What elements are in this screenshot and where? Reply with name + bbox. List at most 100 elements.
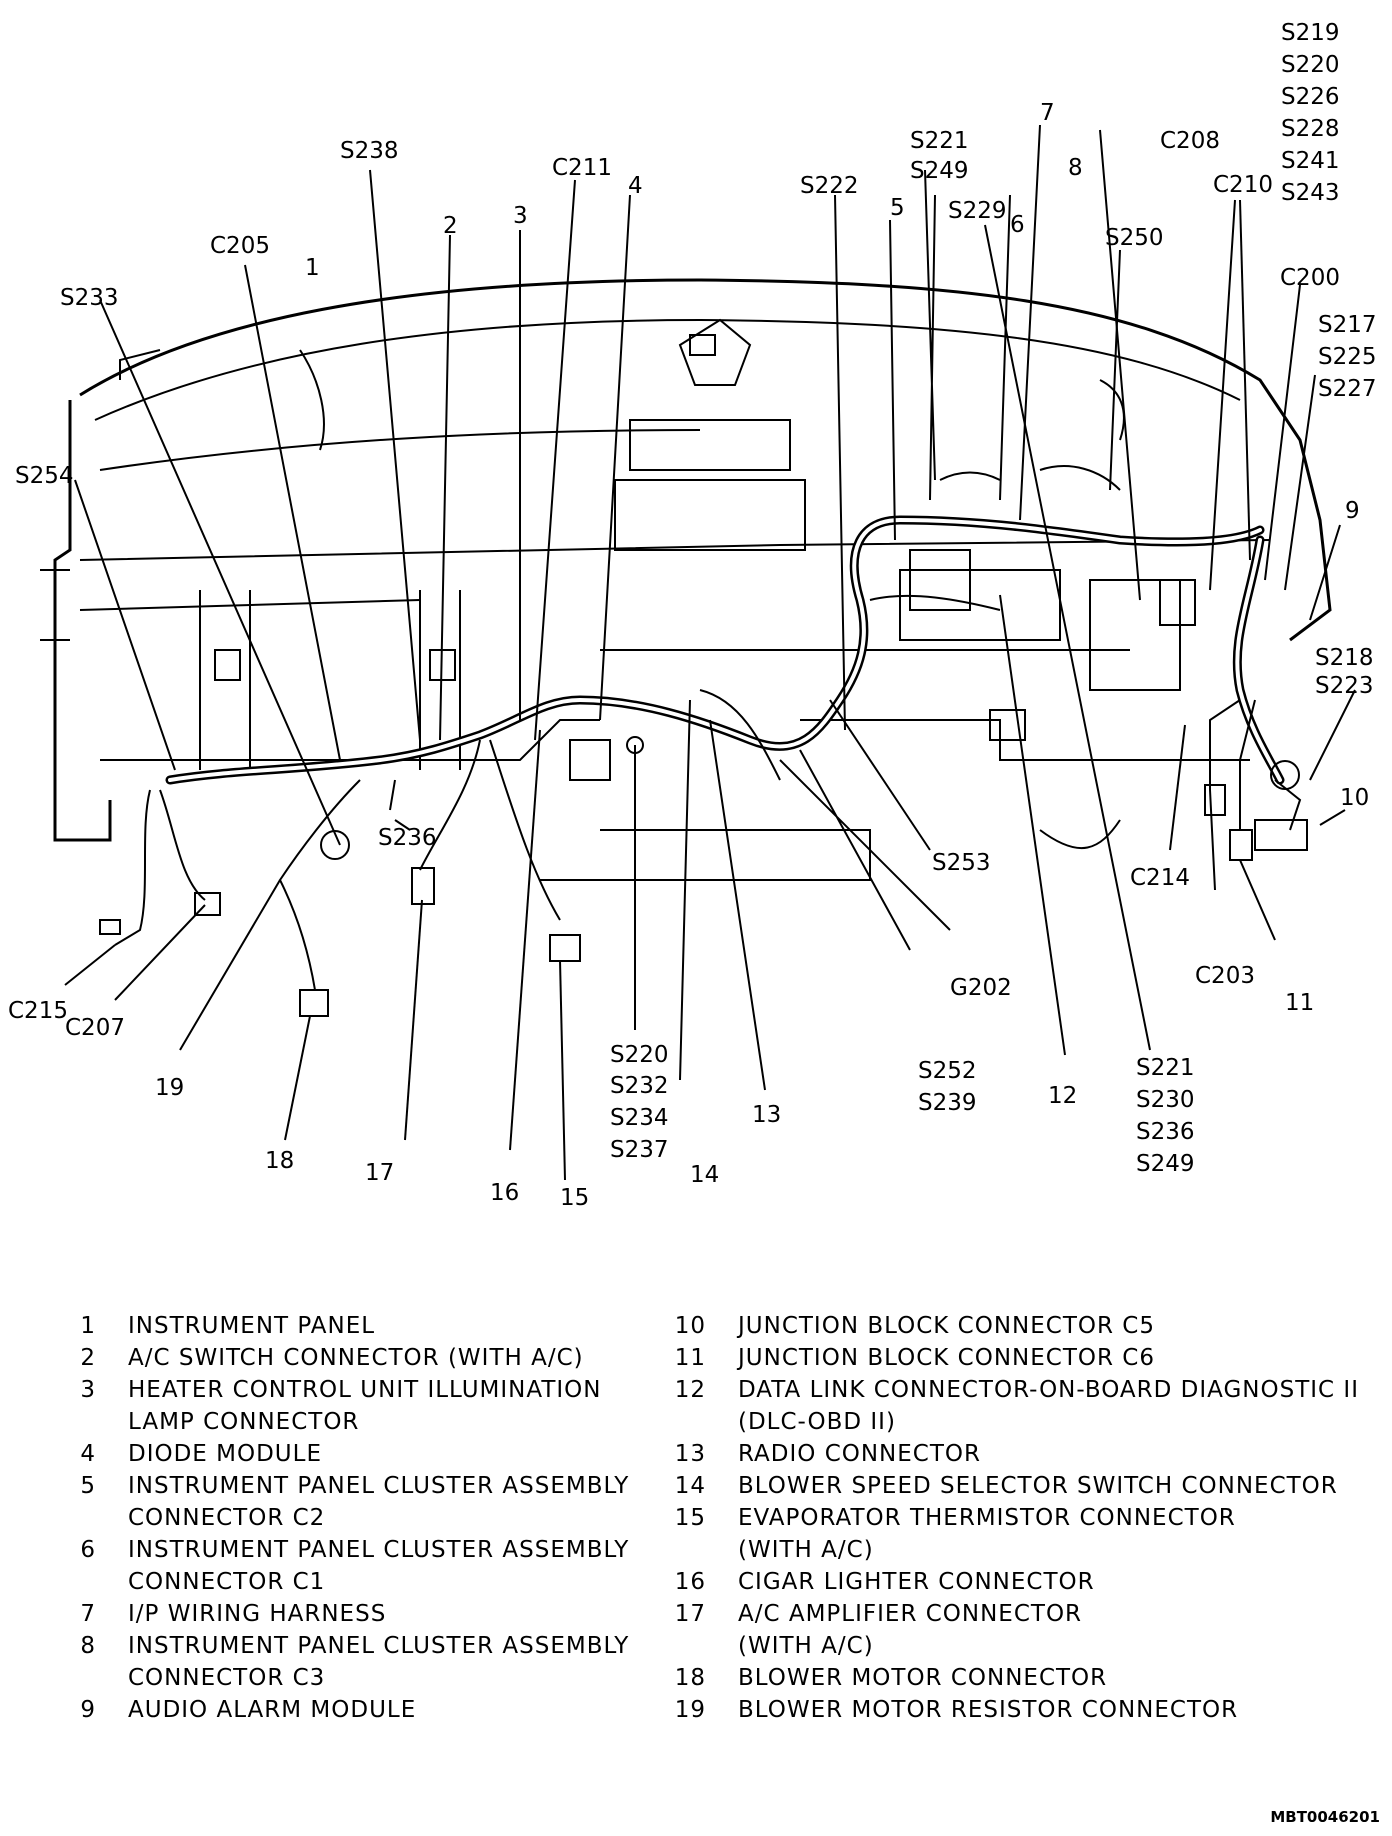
legend-item: 1 INSTRUMENT PANEL [50,1310,650,1342]
legend-item: 2 A/C SWITCH CONNECTOR (WITH A/C) [50,1342,650,1374]
legend-item-text: INSTRUMENT PANEL CLUSTER ASSEMBLY CONNEC… [128,1633,630,1691]
label-s243: S243 [1281,180,1340,206]
label-c214: C214 [1130,865,1190,891]
legend-item: 17 A/C AMPLIFIER CONNECTOR (WITH A/C) [660,1598,1380,1662]
legend-item-text: CIGAR LIGHTER CONNECTOR [738,1569,1095,1595]
legend-item: 14 BLOWER SPEED SELECTOR SWITCH CONNECTOR [660,1470,1380,1502]
label-12: 12 [1048,1083,1077,1109]
label-s254: S254 [15,463,74,489]
legend-item-text: EVAPORATOR THERMISTOR CONNECTOR (WITH A/… [738,1505,1236,1563]
legend-item-number: 16 [674,1569,706,1595]
legend-item-number: 2 [80,1345,96,1371]
instrument-panel-body [40,278,1332,881]
legend-item: 7 I/P WIRING HARNESS [50,1598,650,1630]
label-c211: C211 [552,155,612,181]
label-s225: S225 [1318,344,1377,370]
wiring-harness [99,465,1308,1017]
label-c200: C200 [1280,265,1340,291]
legend-item-number: 17 [674,1601,706,1627]
label-s220: S220 [1281,52,1340,78]
legend-item-number: 13 [674,1441,706,1467]
label-9: 9 [1345,498,1360,524]
label-s232: S232 [610,1073,669,1099]
label-1: 1 [305,255,320,281]
label-s218: S218 [1315,645,1374,671]
label-s241: S241 [1281,148,1340,174]
legend-item-text: DATA LINK CONNECTOR-ON-BOARD DIAGNOSTIC … [738,1377,1359,1435]
label-15: 15 [560,1185,589,1211]
label-s237: S237 [610,1137,669,1163]
label-c208: C208 [1160,128,1220,154]
legend-item-number: 14 [674,1473,706,1499]
legend-item-text: INSTRUMENT PANEL CLUSTER ASSEMBLY CONNEC… [128,1473,630,1531]
label-s223: S223 [1315,673,1374,699]
label-s236-left: S236 [378,825,437,851]
label-s220-bottom: S220 [610,1042,669,1068]
legend-item-number: 3 [80,1377,96,1403]
label-s221-bottom: S221 [1136,1055,1195,1081]
label-7: 7 [1040,100,1055,126]
legend-item: 6 INSTRUMENT PANEL CLUSTER ASSEMBLY CONNE… [50,1534,650,1598]
label-s234: S234 [610,1105,669,1131]
label-c210: C210 [1213,172,1273,198]
label-5: 5 [890,195,905,221]
label-c203: C203 [1195,963,1255,989]
label-18: 18 [265,1148,294,1174]
image-code: MBT0046201 [1270,1808,1380,1826]
label-s219: S219 [1281,20,1340,46]
label-s221-top: S221 [910,128,969,154]
label-s230: S230 [1136,1087,1195,1113]
legend-item-number: 8 [80,1633,96,1659]
callout-labels: S219 S220 S226 S228 S241 S243 7 C208 8 C… [8,20,1377,1211]
label-c215: C215 [8,998,68,1024]
legend-item-text: BLOWER SPEED SELECTOR SWITCH CONNECTOR [738,1473,1338,1499]
legend-item: 12 DATA LINK CONNECTOR-ON-BOARD DIAGNOSTI… [660,1374,1380,1438]
legend-item: 8 INSTRUMENT PANEL CLUSTER ASSEMBLY CONNE… [50,1630,650,1694]
legend-item-number: 12 [674,1377,706,1403]
label-6: 6 [1010,212,1025,238]
label-s253: S253 [932,850,991,876]
label-s236-bottom: S236 [1136,1119,1195,1145]
legend-item-number: 18 [674,1665,706,1691]
label-16: 16 [490,1180,519,1206]
legend-item-text: DIODE MODULE [128,1441,322,1467]
label-17: 17 [365,1160,394,1186]
legend-item-text: A/C AMPLIFIER CONNECTOR (WITH A/C) [738,1601,1083,1659]
label-4: 4 [628,173,643,199]
legend-item-number: 11 [674,1345,706,1371]
legend-item: 13 RADIO CONNECTOR [660,1438,1380,1470]
label-s228: S228 [1281,116,1340,142]
legend-item: 16 CIGAR LIGHTER CONNECTOR [660,1566,1380,1598]
legend-item-text: INSTRUMENT PANEL [128,1313,376,1339]
legend-item-number: 1 [80,1313,96,1339]
legend-item-text: RADIO CONNECTOR [738,1441,981,1467]
legend-item-number: 9 [80,1697,96,1723]
legend-item-number: 6 [80,1537,96,1563]
label-19: 19 [155,1075,184,1101]
instrument-panel-wiring-diagram: S219 S220 S226 S228 S241 S243 7 C208 8 C… [8,20,1377,1211]
label-13: 13 [752,1102,781,1128]
label-s250: S250 [1105,225,1164,251]
legend-item-number: 10 [674,1313,706,1339]
label-s217: S217 [1318,312,1377,338]
legend-item-text: JUNCTION BLOCK CONNECTOR C5 [738,1313,1155,1339]
legend-item-text: A/C SWITCH CONNECTOR (WITH A/C) [128,1345,584,1371]
label-s226: S226 [1281,84,1340,110]
legend-item-text: I/P WIRING HARNESS [128,1601,387,1627]
label-10: 10 [1340,785,1369,811]
label-g202: G202 [950,975,1012,1001]
legend-item-number: 7 [80,1601,96,1627]
label-s238: S238 [340,138,399,164]
label-s229: S229 [948,198,1007,224]
legend-item-text: INSTRUMENT PANEL CLUSTER ASSEMBLY CONNEC… [128,1537,630,1595]
label-s252: S252 [918,1058,977,1084]
label-s249-top: S249 [910,158,969,184]
